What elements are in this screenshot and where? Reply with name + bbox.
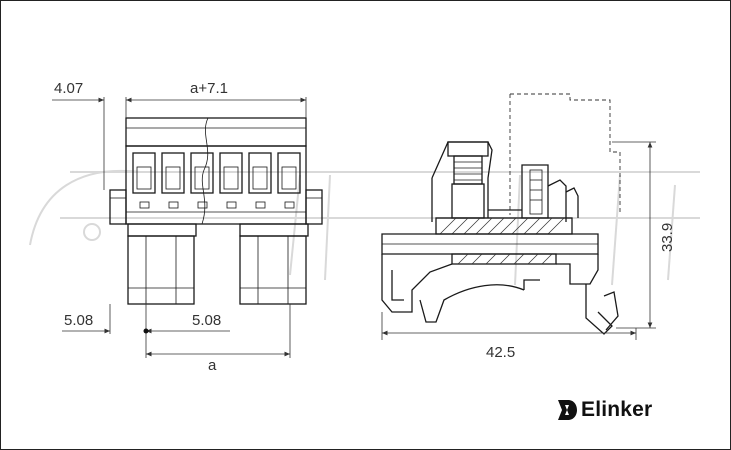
side-view [381,93,621,335]
dim-side-height: 33.9 [659,223,676,252]
wire-entries [132,152,301,194]
watermark [29,169,700,286]
dim-side-width: 42.5 [486,344,515,361]
elinker-logo-icon [558,400,577,420]
brand-logo: Elinker [554,397,652,423]
dim-pitch-right: 5.08 [192,312,221,329]
front-view [109,117,323,305]
release-slots [126,201,306,213]
brand-name: Elinker [581,398,653,421]
front-dimensions [52,97,307,358]
dim-top-width: a+7.1 [190,80,228,97]
dim-pitch-left: 5.08 [64,312,93,329]
side-dimensions [381,141,656,340]
dim-bottom-width: a [208,357,217,374]
dim-left-offset: 4.07 [54,80,83,97]
